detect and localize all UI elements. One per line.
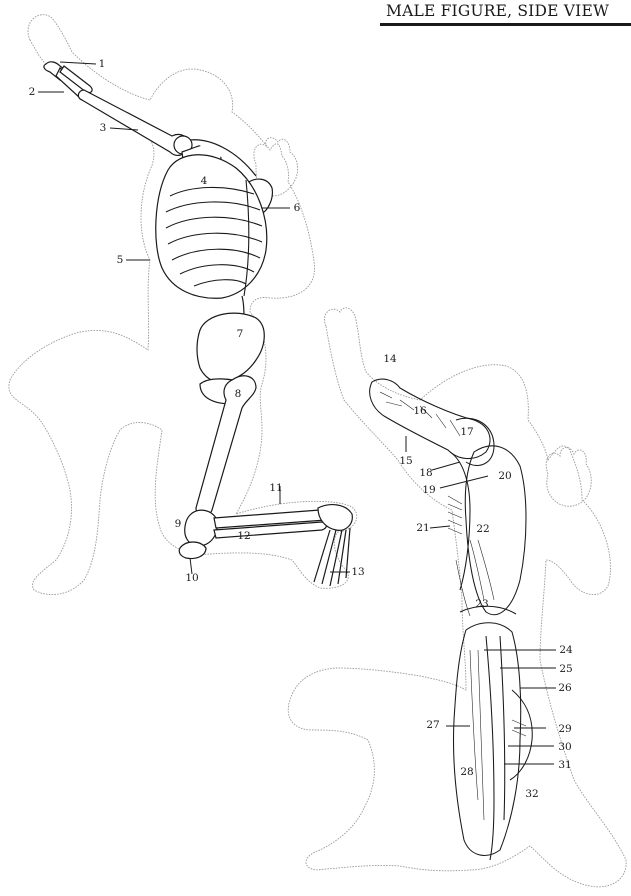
label-3: 3 <box>100 122 107 134</box>
label-32: 32 <box>525 788 538 800</box>
label-22: 22 <box>476 523 489 535</box>
label-25: 25 <box>559 663 572 675</box>
label-14: 14 <box>383 353 396 365</box>
label-12: 12 <box>237 530 250 542</box>
label-17: 17 <box>460 426 473 438</box>
label-30: 30 <box>558 741 571 753</box>
label-13: 13 <box>351 566 364 578</box>
label-10: 10 <box>185 572 198 584</box>
label-19: 19 <box>422 484 435 496</box>
label-2: 2 <box>29 86 36 98</box>
label-16: 16 <box>413 405 426 417</box>
label-29: 29 <box>558 723 571 735</box>
label-26: 26 <box>558 682 571 694</box>
skeleton-figure <box>9 15 357 595</box>
label-18: 18 <box>419 467 432 479</box>
label-27: 27 <box>426 719 439 731</box>
label-9: 9 <box>175 518 182 530</box>
label-21: 21 <box>416 522 429 534</box>
label-23: 23 <box>475 598 488 610</box>
skeleton-leaders <box>38 62 350 574</box>
label-11: 11 <box>269 482 282 494</box>
label-24: 24 <box>559 644 572 656</box>
label-6: 6 <box>294 202 301 214</box>
label-31: 31 <box>558 759 571 771</box>
label-8: 8 <box>235 388 242 400</box>
label-5: 5 <box>117 254 124 266</box>
label-15: 15 <box>399 455 412 467</box>
muscle-figure <box>288 308 626 887</box>
arm-muscles <box>370 379 494 465</box>
label-20: 20 <box>498 470 511 482</box>
thigh-muscles <box>453 623 532 860</box>
label-4: 4 <box>201 175 208 187</box>
rib-cage <box>156 155 267 299</box>
skeleton-body-outline <box>9 15 357 595</box>
label-28: 28 <box>460 766 473 778</box>
label-1: 1 <box>99 58 106 70</box>
label-7: 7 <box>237 328 244 340</box>
arm-bones <box>44 62 192 156</box>
